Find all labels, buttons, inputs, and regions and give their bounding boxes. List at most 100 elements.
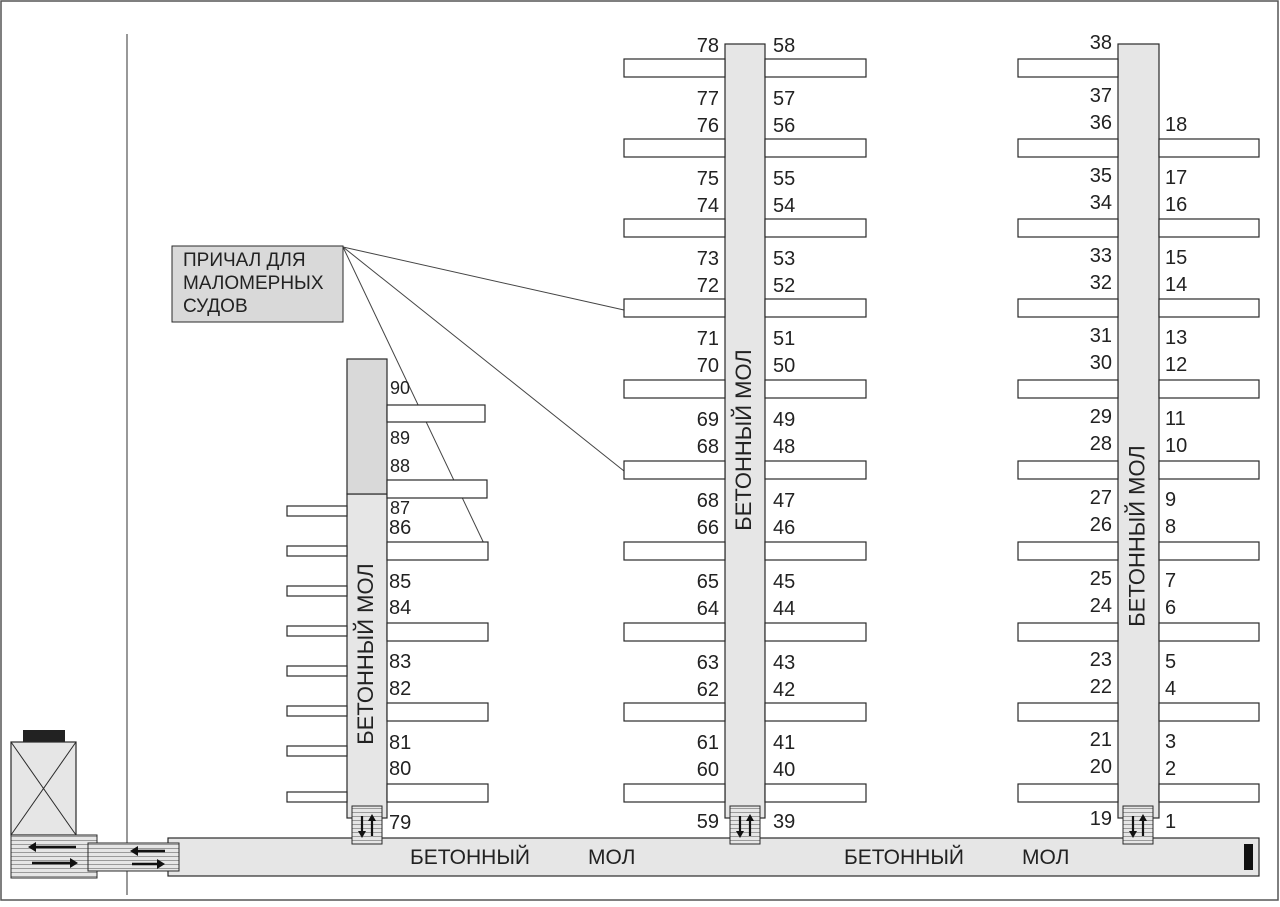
berth-number: 39 bbox=[773, 811, 795, 833]
berth-finger-right bbox=[764, 460, 867, 480]
berth-number: 40 bbox=[773, 759, 795, 781]
small-berth-finger-left bbox=[286, 505, 348, 517]
berth-finger-left bbox=[1017, 622, 1119, 642]
main-pier: БЕТОННЫЙ МОЛ БЕТОННЫЙ МОЛ bbox=[167, 837, 1260, 877]
double-arrow-icon bbox=[358, 814, 376, 838]
double-arrow-icon bbox=[736, 814, 754, 838]
berth-number: 58 bbox=[773, 35, 795, 57]
berth-number: 69 bbox=[697, 409, 719, 431]
main-pier-label-right-1: БЕТОННЫЙ bbox=[844, 845, 964, 869]
berth-number: 10 bbox=[1165, 435, 1187, 457]
berth-number: 60 bbox=[697, 759, 719, 781]
entry-gangway bbox=[10, 834, 180, 879]
berth-number: 82 bbox=[389, 678, 411, 700]
berth-number: 75 bbox=[697, 168, 719, 190]
berth-number: 9 bbox=[1165, 489, 1176, 511]
gangway bbox=[729, 805, 761, 845]
main-pier-body bbox=[167, 837, 1260, 877]
berth-number: 22 bbox=[1090, 676, 1112, 698]
double-arrow-icon bbox=[130, 846, 165, 869]
berth-number: 46 bbox=[773, 517, 795, 539]
berth-number: 2 bbox=[1165, 758, 1176, 780]
berth-number: 42 bbox=[773, 679, 795, 701]
berth-number: 49 bbox=[773, 409, 795, 431]
pier-b-body bbox=[1117, 43, 1160, 819]
berth-finger-right bbox=[1158, 541, 1260, 561]
berth-finger-left bbox=[623, 460, 726, 480]
berth-number: 25 bbox=[1090, 568, 1112, 590]
berth-number: 27 bbox=[1090, 487, 1112, 509]
berth-number: 18 bbox=[1165, 114, 1187, 136]
berth-number: 78 bbox=[697, 35, 719, 57]
berth-number: 41 bbox=[773, 732, 795, 754]
berth-finger-right bbox=[764, 622, 867, 642]
berth-number: 63 bbox=[697, 652, 719, 674]
berth-finger-right bbox=[764, 783, 867, 803]
berth-number: 38 bbox=[1090, 32, 1112, 54]
berth-number: 34 bbox=[1090, 192, 1112, 214]
pier-b: 3837363534333231302928272625242322212019… bbox=[1017, 32, 1260, 845]
double-arrow-icon bbox=[28, 842, 78, 868]
pier-b-label: БЕТОННЫЙ МОЛ bbox=[1124, 445, 1149, 626]
main-pier-label-right-2: МОЛ bbox=[1022, 846, 1069, 869]
berth-finger-right bbox=[386, 479, 488, 499]
main-pier-end-marker bbox=[1244, 844, 1253, 870]
berth-number: 17 bbox=[1165, 167, 1187, 189]
berth-finger-left bbox=[1017, 218, 1119, 238]
pier-a-body bbox=[724, 43, 766, 819]
berth-number: 5 bbox=[1165, 651, 1176, 673]
berth-number: 66 bbox=[697, 517, 719, 539]
berth-number: 48 bbox=[773, 436, 795, 458]
berth-number: 90 bbox=[390, 378, 410, 398]
berth-finger-right bbox=[764, 58, 867, 78]
berth-finger-right bbox=[386, 404, 486, 423]
small-berth-finger-left bbox=[286, 705, 348, 717]
berth-finger-left bbox=[1017, 702, 1119, 722]
berth-finger-right bbox=[764, 138, 867, 158]
berth-number: 54 bbox=[773, 195, 795, 217]
berth-finger-right bbox=[764, 298, 867, 318]
berth-number: 33 bbox=[1090, 245, 1112, 267]
berth-number: 56 bbox=[773, 115, 795, 137]
main-pier-label-left-1: БЕТОННЫЙ bbox=[410, 845, 530, 869]
gangway bbox=[351, 805, 383, 845]
berth-finger-right bbox=[1158, 702, 1260, 722]
pier-c-body bbox=[346, 493, 388, 819]
callout-box bbox=[171, 245, 344, 323]
berth-finger-left bbox=[623, 218, 726, 238]
callout-leaders bbox=[342, 246, 625, 553]
berth-finger-left bbox=[623, 783, 726, 803]
berth-number: 45 bbox=[773, 571, 795, 593]
berth-number: 73 bbox=[697, 248, 719, 270]
berth-finger-left bbox=[623, 702, 726, 722]
berth-number: 84 bbox=[389, 597, 411, 619]
small-berth-finger-left bbox=[286, 745, 348, 757]
double-arrow-icon bbox=[1129, 814, 1147, 838]
gangway bbox=[1122, 805, 1154, 845]
berth-number: 71 bbox=[697, 328, 719, 350]
berth-finger-right bbox=[386, 541, 489, 561]
berth-finger-left bbox=[1017, 541, 1119, 561]
berth-number: 64 bbox=[697, 598, 719, 620]
berth-finger-right bbox=[764, 702, 867, 722]
berth-number: 12 bbox=[1165, 354, 1187, 376]
berth-number: 4 bbox=[1165, 678, 1176, 700]
callout-line-2: МАЛОМЕРНЫХ bbox=[183, 273, 324, 294]
berth-finger-right bbox=[386, 622, 489, 642]
berth-number: 32 bbox=[1090, 272, 1112, 294]
berth-finger-left bbox=[1017, 138, 1119, 158]
berth-finger-left bbox=[623, 298, 726, 318]
berth-number: 68 bbox=[697, 436, 719, 458]
small-berth-finger-left bbox=[286, 791, 348, 803]
berth-number: 53 bbox=[773, 248, 795, 270]
pier-a-label: БЕТОННЫЙ МОЛ bbox=[731, 349, 756, 530]
berth-number: 61 bbox=[697, 732, 719, 754]
berth-number: 7 bbox=[1165, 570, 1176, 592]
berth-number: 70 bbox=[697, 355, 719, 377]
berth-number: 23 bbox=[1090, 649, 1112, 671]
berth-number: 37 bbox=[1090, 85, 1112, 107]
berth-number: 13 bbox=[1165, 327, 1187, 349]
